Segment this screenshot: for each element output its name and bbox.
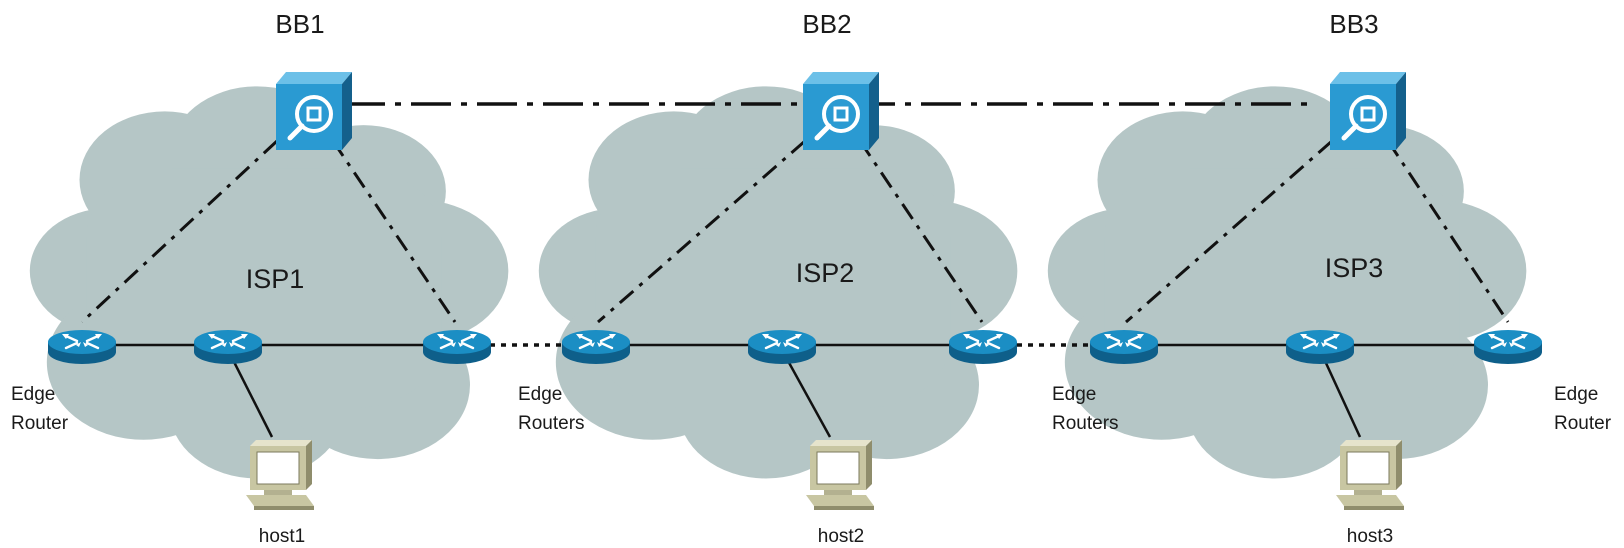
host-computer-icon [805, 439, 875, 511]
edge-router-label: Router [11, 413, 69, 434]
backbone-label: BB3 [1329, 9, 1378, 39]
isp-label: ISP3 [1325, 253, 1384, 283]
backbone-node-icon [803, 72, 879, 150]
edge-router-icon [1472, 328, 1544, 366]
router-icon [1284, 328, 1356, 366]
backbone-node-icon [276, 72, 352, 150]
backbone-node-icon [1330, 72, 1406, 150]
edge-router-icon [947, 328, 1019, 366]
isp-cloud [538, 86, 1018, 479]
edge-router-label: Edge [518, 384, 562, 405]
edge-router-label: Router [1554, 413, 1612, 434]
edge-router-icon [46, 328, 118, 366]
backbone-label: BB1 [275, 9, 324, 39]
isp-cloud [1047, 86, 1527, 479]
edge-router-label: Edge [1052, 384, 1096, 405]
edge-router-label: Routers [1052, 413, 1119, 434]
host-computer-icon [245, 439, 315, 511]
isp-label: ISP2 [796, 258, 855, 288]
host-computer-icon [1335, 439, 1405, 511]
edge-router-label: Routers [518, 413, 585, 434]
router-icon [192, 328, 264, 366]
edge-router-label: Edge [11, 384, 55, 405]
access-links [80, 139, 1510, 324]
router-icon [746, 328, 818, 366]
edge-router-icon [560, 328, 632, 366]
host-label: host3 [1347, 526, 1393, 547]
host-label: host1 [259, 526, 305, 547]
edge-router-label: Edge [1554, 384, 1598, 405]
backbone-label: BB2 [802, 9, 851, 39]
host-label: host2 [818, 526, 864, 547]
edge-router-icon [1088, 328, 1160, 366]
isp-label: ISP1 [246, 264, 305, 294]
edge-router-icon [421, 328, 493, 366]
